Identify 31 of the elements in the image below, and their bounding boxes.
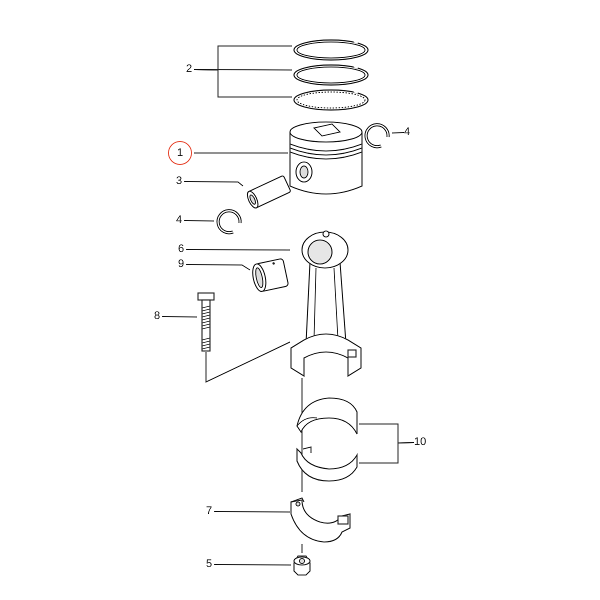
callout-number: 9	[178, 258, 184, 271]
callout-number: 10	[414, 436, 426, 449]
leader-line	[206, 342, 290, 383]
oil-ring-drawing	[292, 88, 370, 112]
leader-line	[214, 511, 290, 512]
piston-ring-drawing	[292, 63, 370, 87]
callout-number: 4	[404, 126, 410, 139]
circlip-drawing	[214, 206, 244, 236]
callout-number: 4	[176, 214, 182, 227]
callout-number: 2	[186, 63, 192, 76]
callout-number: 7	[206, 505, 212, 518]
callout-number: 3	[176, 175, 182, 188]
leader-line	[162, 316, 198, 318]
connecting-rod-drawing	[290, 228, 362, 378]
leader-line	[392, 132, 404, 134]
leader-line	[186, 249, 290, 250]
callout-number: 8	[154, 310, 160, 323]
callout-number: 6	[178, 243, 184, 256]
leader-line	[184, 181, 244, 186]
leader-line	[194, 152, 288, 154]
bolt-drawing	[197, 292, 215, 352]
leader-line	[358, 442, 414, 464]
callout-number: 5	[206, 558, 212, 571]
leader-line	[194, 69, 292, 98]
nut-drawing	[291, 553, 313, 578]
leader-line	[214, 564, 292, 566]
leader-line	[184, 220, 214, 222]
leader-line	[186, 264, 250, 270]
highlighted-callout-number: 1	[168, 141, 192, 165]
circlip-drawing	[362, 120, 392, 150]
piston-ring-drawing	[292, 38, 370, 62]
